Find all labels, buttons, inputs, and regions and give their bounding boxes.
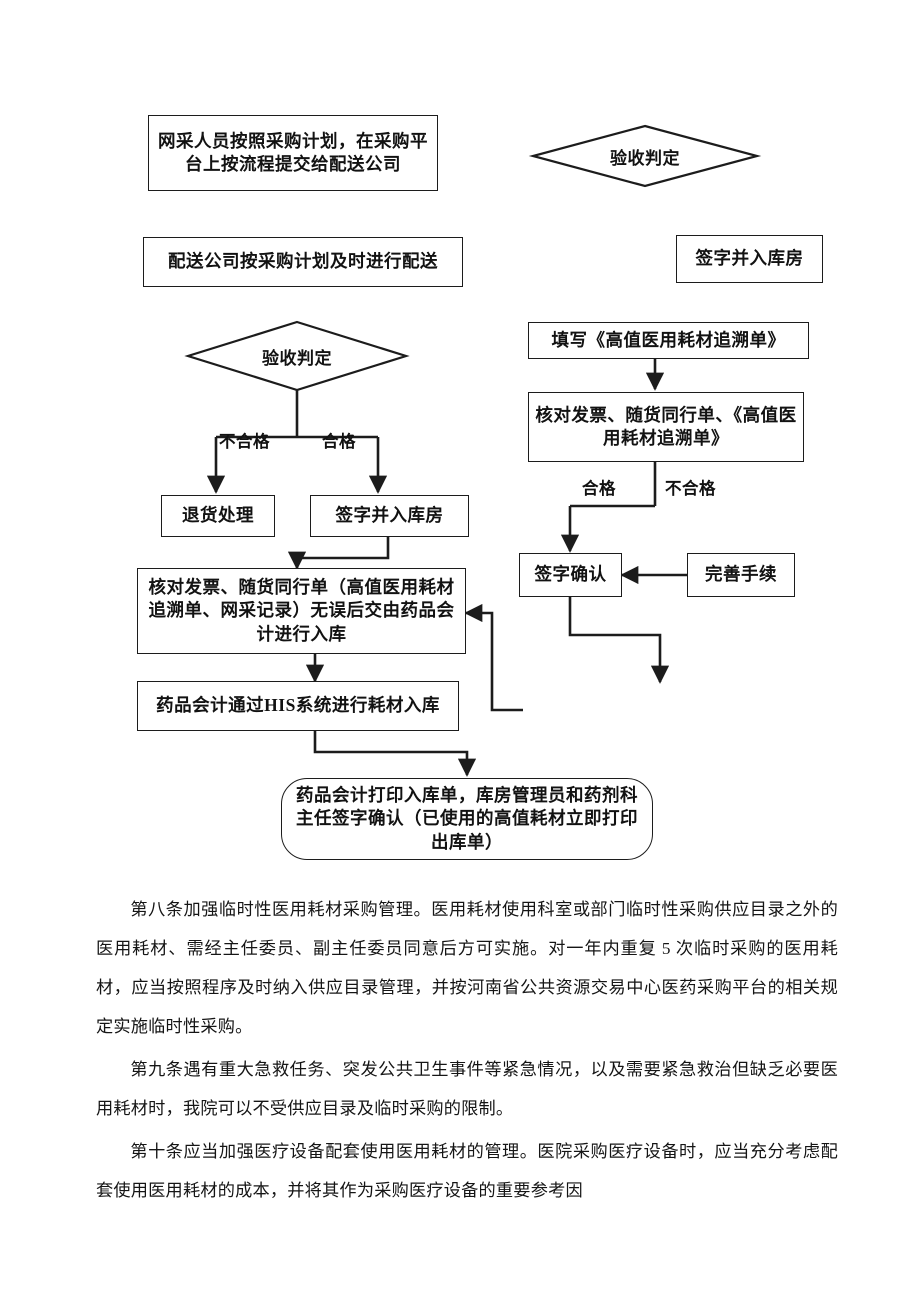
document-body: 第八条加强临时性医用耗材采购管理。医用耗材使用科室或部门临时性采购供应目录之外的… (96, 890, 838, 1214)
node-sign-warehouse-right: 签字并入库房 (676, 235, 823, 283)
node-sign-warehouse-left: 签字并入库房 (310, 495, 469, 537)
paragraph-article-9: 第九条遇有重大急救任务、突发公共卫生事件等紧急情况，以及需要紧急救治但缺乏必要医… (96, 1060, 838, 1118)
node-delivery: 配送公司按采购计划及时进行配送 (143, 237, 463, 287)
node-print-entry-form: 药品会计打印入库单，库房管理员和药剂科主任签字确认（已使用的高值耗材立即打印出库… (281, 778, 653, 860)
decision-label-top-right: 验收判定 (610, 148, 680, 168)
edge-label-right-pass: 合格 (582, 479, 616, 498)
node-sign-confirm: 签字确认 (519, 553, 622, 597)
paragraph-article-8: 第八条加强临时性医用耗材采购管理。医用耗材使用科室或部门临时性采购供应目录之外的… (96, 900, 838, 1036)
edge-label-left-fail: 不合格 (219, 432, 270, 451)
edge-label-right-fail: 不合格 (665, 479, 716, 498)
flowchart-diagram: 网采人员按照采购计划，在采购平台上按流程提交给配送公司 配送公司按采购计划及时进… (137, 115, 823, 860)
edge-label-left-pass: 合格 (322, 432, 356, 451)
node-fill-traceability: 填写《高值医用耗材追溯单》 (528, 322, 809, 359)
node-return-handling: 退货处理 (161, 495, 275, 537)
paragraph-article-10: 第十条应当加强医疗设备配套使用医用耗材的管理。医院采购医疗设备时，应当充分考虑配… (96, 1142, 838, 1200)
node-check-invoice-right: 核对发票、随货同行单、《高值医用耗材追溯单》 (528, 392, 804, 462)
node-complete-procedures: 完善手续 (687, 553, 795, 597)
node-his-entry: 药品会计通过HIS系统进行耗材入库 (137, 681, 459, 731)
node-check-invoice-left: 核对发票、随货同行单（高值医用耗材追溯单、网采记录）无误后交由药品会计进行入库 (137, 568, 466, 654)
node-online-purchase: 网采人员按照采购计划，在采购平台上按流程提交给配送公司 (148, 115, 438, 191)
decision-label-left: 验收判定 (262, 348, 332, 368)
